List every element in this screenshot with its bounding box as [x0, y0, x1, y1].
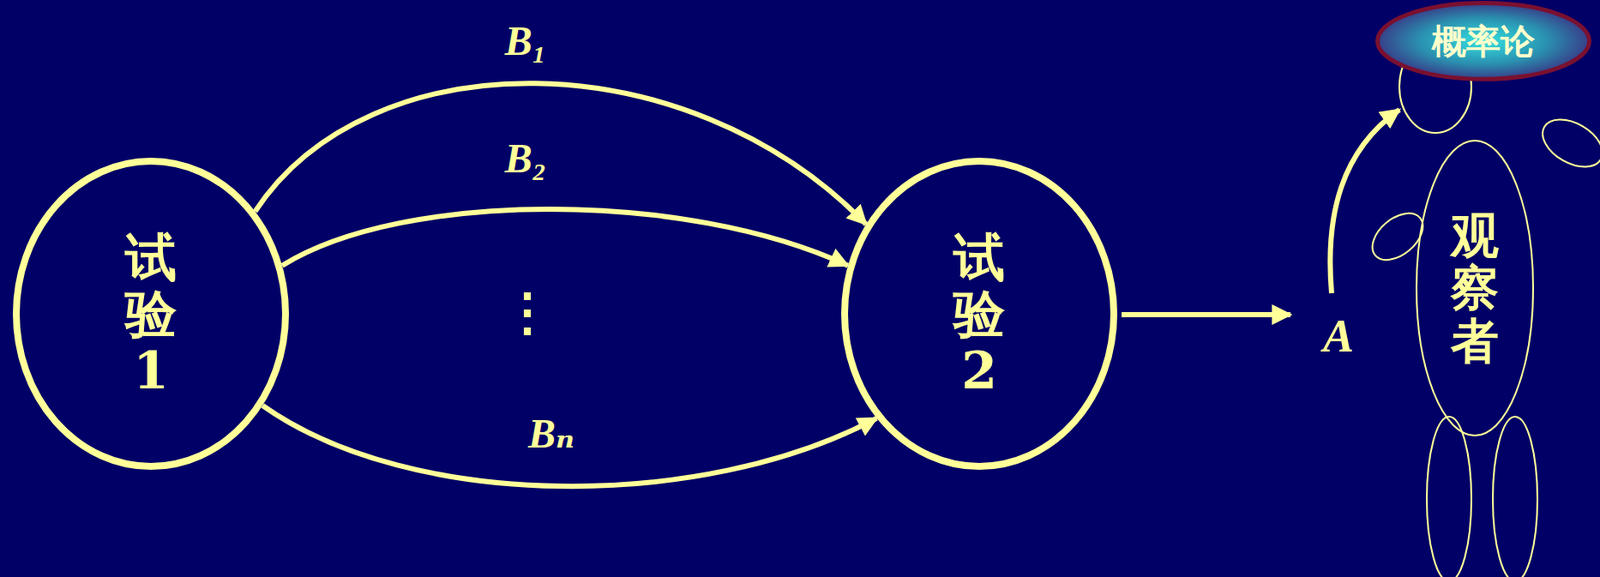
observer-arm — [1534, 109, 1600, 177]
ellipse-outline — [844, 161, 1114, 467]
observer-leg — [1492, 416, 1538, 577]
theory-badge: 概率论 — [1375, 0, 1592, 82]
observer-body: 观察者 — [1415, 139, 1534, 437]
event-label: A — [1323, 311, 1354, 362]
node-text: 概率论 — [1431, 18, 1535, 66]
observer-leg — [1426, 416, 1472, 577]
node-text: 试验1 — [125, 228, 177, 399]
ellipse-outline — [1377, 3, 1590, 80]
event-label: Bₙ — [528, 411, 575, 458]
observer-arm — [1363, 204, 1432, 270]
branch-arrow — [262, 405, 877, 487]
event-label: B₁ — [505, 18, 548, 65]
node-text: 观察者 — [1450, 209, 1499, 368]
trial-circle: 试验1 — [12, 157, 289, 470]
branch-arrow — [282, 209, 849, 266]
ellipse-outline — [16, 161, 286, 467]
branch-arrow — [255, 83, 867, 224]
node-text: 试验2 — [953, 228, 1005, 399]
output-arrow — [1121, 312, 1291, 318]
ellipsis-dots: ⋮ — [501, 284, 554, 342]
ellipse-outline — [1416, 140, 1534, 436]
event-label: B₂ — [505, 136, 548, 182]
trial-circle: 试验2 — [841, 157, 1118, 470]
observe-arrow — [1329, 109, 1400, 294]
